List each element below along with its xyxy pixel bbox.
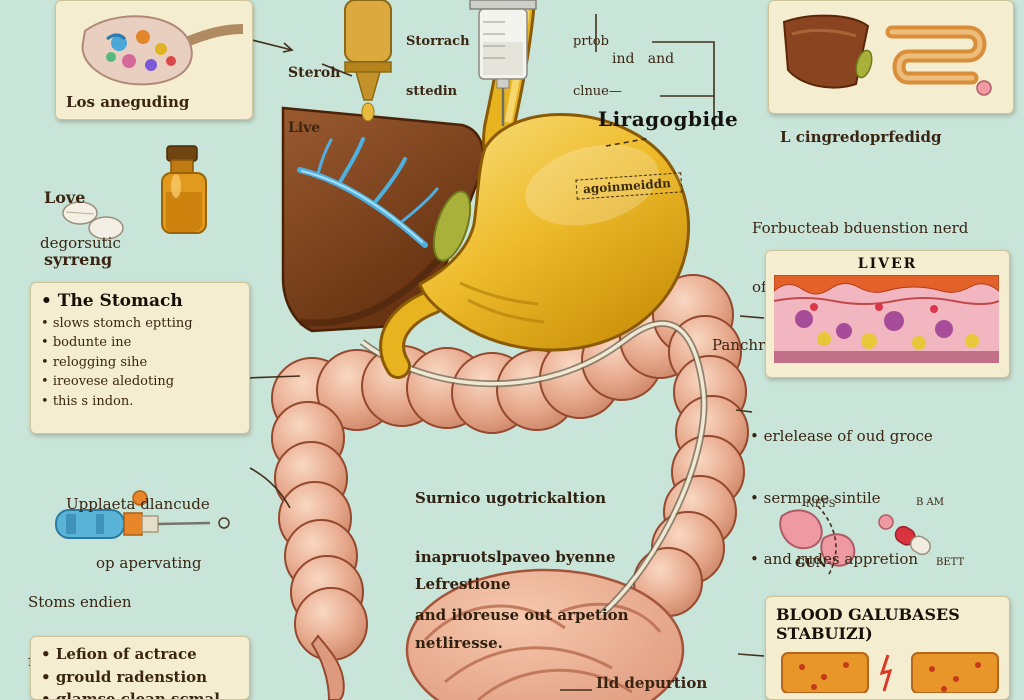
stomach-box-bullet: ireovese aledoting: [41, 372, 239, 392]
storrach-line2: sttedin: [406, 84, 458, 100]
right-bullets: erlelease of oud groce sermpoe sintile a…: [750, 386, 933, 610]
liver-intestine-icon: [782, 14, 992, 96]
appendix-tail-illustration: [310, 634, 345, 700]
liver-intestine-box: [768, 0, 1014, 114]
love-syreng-label: Love syrreng: [44, 146, 112, 312]
upplaeta-line2: op apervating: [96, 553, 202, 572]
bett-label: BETT: [936, 557, 965, 568]
bam-label: B AM: [916, 497, 944, 508]
steroh-line2: Live: [288, 119, 321, 136]
lefrestione-label: Lefrestione netliresse.: [415, 536, 511, 692]
blood-title-line2: STABUIZI): [776, 624, 873, 644]
upplaeta-line1: Upplaeta dlancude: [66, 495, 210, 513]
pills-illustration: [62, 201, 124, 240]
prtob-line1: prtob: [573, 33, 609, 49]
stomach-box-bullet: bodunte ine: [41, 333, 239, 353]
storrach-line1: Storrach: [406, 33, 470, 49]
blood-box-title: BLOOD GALUBASES STABUIZI): [776, 605, 999, 643]
gun-label: GUN: [795, 556, 827, 570]
prtob-label: prtob clnue—: [573, 0, 622, 135]
center-paragraph: Surnico ugotrickaltion inapruotslpaveo b…: [415, 450, 629, 665]
stomach-illustration: [379, 113, 691, 379]
ild-label: Ild depurtion: [596, 674, 708, 692]
love-line1: Love: [44, 187, 86, 207]
forbucteab-line1: Forbucteab bduenstion nerd: [752, 219, 969, 237]
right-bullet: sermpoe sintile: [750, 487, 933, 510]
center-para-line3: and iloreuse out arpetion: [415, 606, 629, 624]
large-intestine-illustration: [271, 274, 749, 661]
blood-glucose-icon: [781, 652, 999, 695]
upplaeta-label: Upplaeta dlancude op apervating: [66, 456, 210, 612]
lefrestione-line1: Lefrestione: [415, 575, 511, 593]
right-bullet: erlelease of oud groce: [750, 425, 933, 448]
drug-name-label: Liragogbide: [598, 107, 739, 131]
degorsutic-label: degorsutic: [40, 234, 121, 252]
stomach-box-bullet: relogging sihe: [41, 353, 239, 373]
liver-tissue-icon: [773, 274, 1000, 363]
stomach-contents-icon: [81, 15, 244, 86]
steroh-label: Steroh Live: [288, 28, 340, 174]
lefrestione-line2: netliresse.: [415, 633, 503, 652]
connector-lines: [245, 14, 837, 691]
blood-glucose-box: BLOOD GALUBASES STABUIZI): [765, 596, 1010, 700]
nffs-label: NFFS: [806, 499, 836, 510]
steroh-line1: Steroh: [288, 65, 341, 82]
left-bottom-box: Lefion of actrace grould radenstion glam…: [30, 636, 250, 700]
feeding-tube-illustration: [359, 320, 708, 617]
stomach-box-bullet: this s indon.: [41, 392, 239, 412]
stomach-contents-label: Los aneguding: [66, 93, 190, 111]
center-para-line2: inapruotslpaveo byenne: [415, 547, 616, 566]
small-syringe-illustration: [55, 490, 230, 539]
stomach-info-box: The Stomach slows stomch eptting bodunte…: [30, 282, 250, 434]
medicine-bottle-illustration: [161, 145, 207, 234]
stomach-box-bullet: slows stomch eptting: [41, 314, 239, 334]
injector-pen-illustration: [344, 0, 392, 122]
storrach-label: Storrach sttedin: [406, 0, 470, 135]
liver-box-title: LIVER: [857, 256, 918, 272]
syringe-illustration: [469, 0, 537, 126]
liver-intestine-label: L cingredoprfedidg: [780, 128, 942, 146]
liver-tissue-box: LIVER: [765, 250, 1010, 378]
love-line2: syrreng: [44, 249, 113, 269]
stomach-contents-box: Los aneguding: [55, 0, 253, 120]
right-bullet: and rudes appretion: [750, 548, 933, 571]
left-bottom-bullet: glamse clean scmal: [41, 688, 239, 699]
center-para-line1: Surnico ugotrickaltion: [415, 489, 607, 507]
prtob-line2: clnue—: [573, 84, 622, 100]
left-bottom-bullet: grould radenstion: [41, 666, 239, 689]
portal-vessels-illustration: [297, 137, 439, 248]
left-bottom-bullet: Lefion of actrace: [41, 643, 239, 666]
stoms-line1: Stoms endien: [28, 593, 132, 611]
blood-title-line1: BLOOD GALUBASES: [776, 605, 960, 624]
ind-and-label: ind and: [612, 51, 675, 67]
stomach-box-title: The Stomach: [41, 290, 239, 314]
